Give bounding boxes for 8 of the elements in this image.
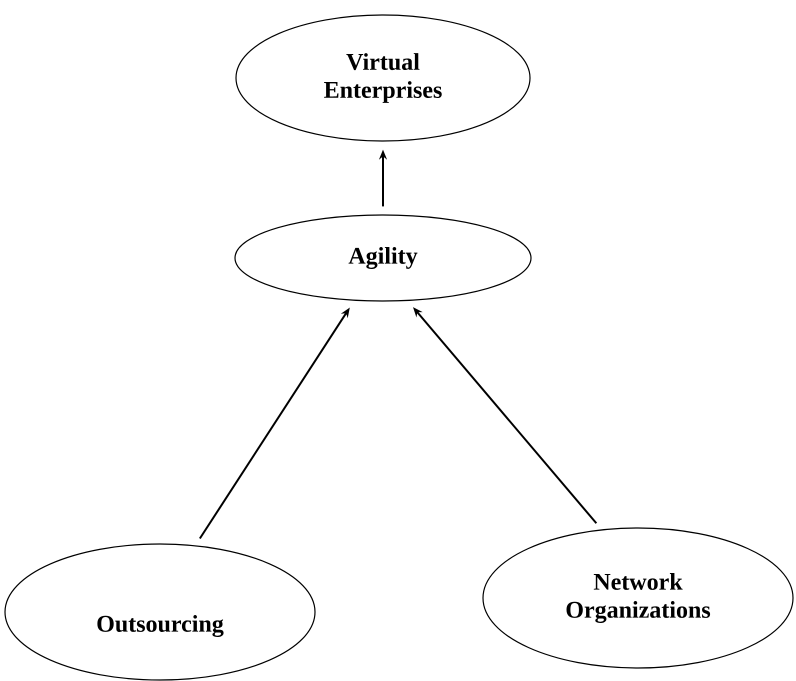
node-label: Agility — [348, 247, 418, 269]
ellipse-node — [235, 14, 531, 142]
ellipse-node — [4, 543, 316, 681]
ellipse-node — [234, 214, 532, 302]
node-label: Outsourcing — [97, 615, 224, 637]
node-label: Network Organizations — [566, 573, 710, 623]
node-label: Virtual Enterprises — [324, 53, 442, 103]
ellipse-node — [482, 527, 794, 669]
